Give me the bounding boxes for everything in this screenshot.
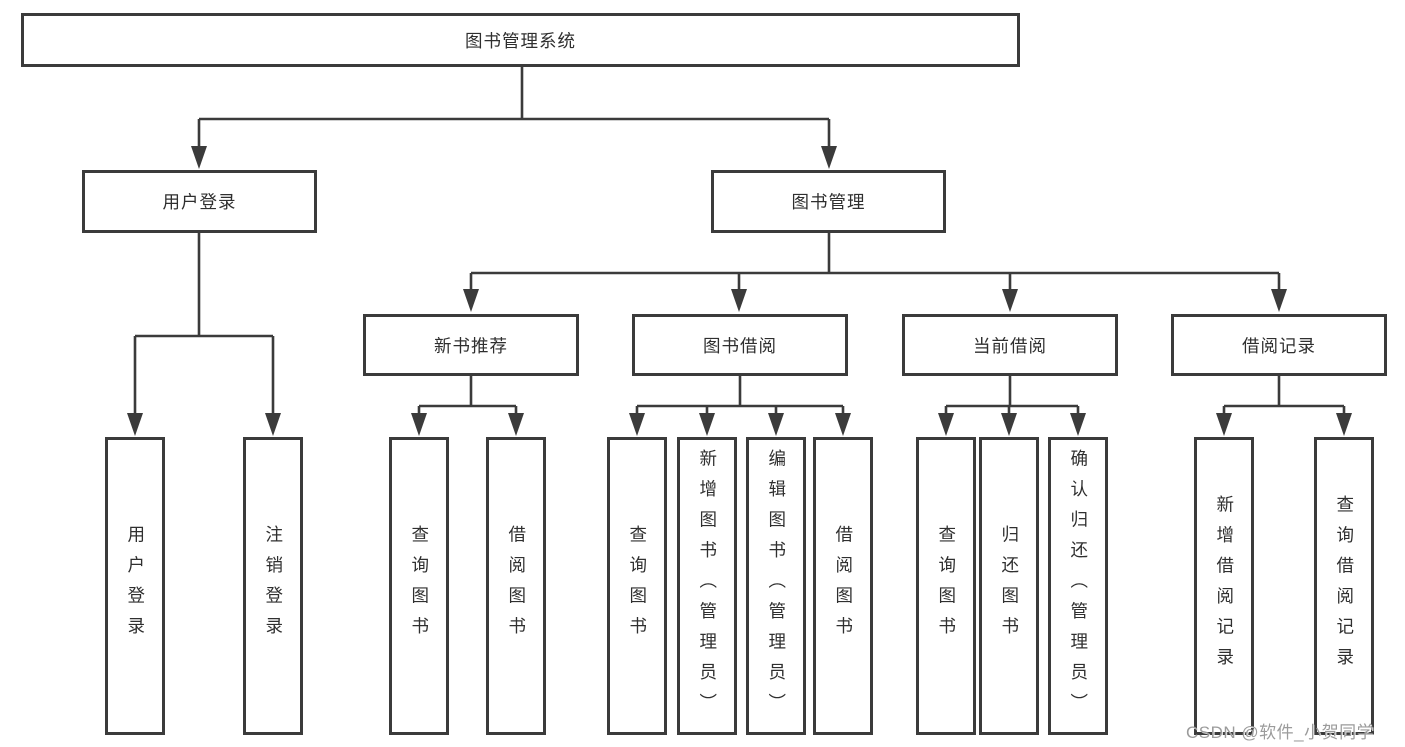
node-book-borrowing-label: 图书借阅 (703, 335, 777, 356)
leaf-query-books-1-label: 查询图书 (409, 525, 430, 647)
leaf-edit-book-admin-label: 编辑图书（管理员） (766, 448, 787, 724)
leaf-borrow-books-2: 借阅图书 (813, 437, 873, 735)
node-current-borrowing-label: 当前借阅 (973, 335, 1047, 356)
node-borrowing-records-label: 借阅记录 (1242, 335, 1316, 356)
leaf-query-books-3-label: 查询图书 (936, 525, 957, 647)
leaf-return-book-label: 归还图书 (999, 525, 1020, 647)
node-user-login: 用户登录 (82, 170, 317, 233)
leaf-confirm-return-admin: 确认归还（管理员） (1048, 437, 1108, 735)
leaf-user-login-label: 用户登录 (125, 525, 146, 647)
node-new-book-recommend-label: 新书推荐 (434, 335, 508, 356)
leaf-logout-label: 注销登录 (263, 525, 284, 647)
leaf-borrow-books-1-label: 借阅图书 (506, 525, 527, 647)
leaf-add-book-admin: 新增图书（管理员） (677, 437, 737, 735)
leaf-query-books-2-label: 查询图书 (627, 525, 648, 647)
leaf-add-borrow-record-label: 新增借阅记录 (1214, 494, 1235, 678)
leaf-query-borrow-record: 查询借阅记录 (1314, 437, 1374, 735)
leaf-logout: 注销登录 (243, 437, 303, 735)
leaf-user-login: 用户登录 (105, 437, 165, 735)
node-new-book-recommend: 新书推荐 (363, 314, 579, 376)
leaf-borrow-books-2-label: 借阅图书 (833, 525, 854, 647)
leaf-return-book: 归还图书 (979, 437, 1039, 735)
node-book-management-label: 图书管理 (791, 192, 866, 212)
leaf-query-borrow-record-label: 查询借阅记录 (1334, 494, 1355, 678)
leaf-query-books-3: 查询图书 (916, 437, 976, 735)
leaf-edit-book-admin: 编辑图书（管理员） (746, 437, 806, 735)
leaf-add-book-admin-label: 新增图书（管理员） (697, 448, 718, 724)
leaf-query-books-2: 查询图书 (607, 437, 667, 735)
leaf-borrow-books-1: 借阅图书 (486, 437, 546, 735)
node-book-borrowing: 图书借阅 (632, 314, 848, 376)
node-user-login-label: 用户登录 (162, 192, 237, 212)
watermark: CSDN @软件_小贺同学 (1186, 723, 1375, 742)
node-borrowing-records: 借阅记录 (1171, 314, 1387, 376)
node-book-management: 图书管理 (711, 170, 946, 233)
node-current-borrowing: 当前借阅 (902, 314, 1118, 376)
leaf-confirm-return-admin-label: 确认归还（管理员） (1068, 448, 1089, 724)
node-library-system: 图书管理系统 (21, 13, 1020, 67)
leaf-add-borrow-record: 新增借阅记录 (1194, 437, 1254, 735)
node-library-system-label: 图书管理系统 (465, 30, 576, 51)
leaf-query-books-1: 查询图书 (389, 437, 449, 735)
